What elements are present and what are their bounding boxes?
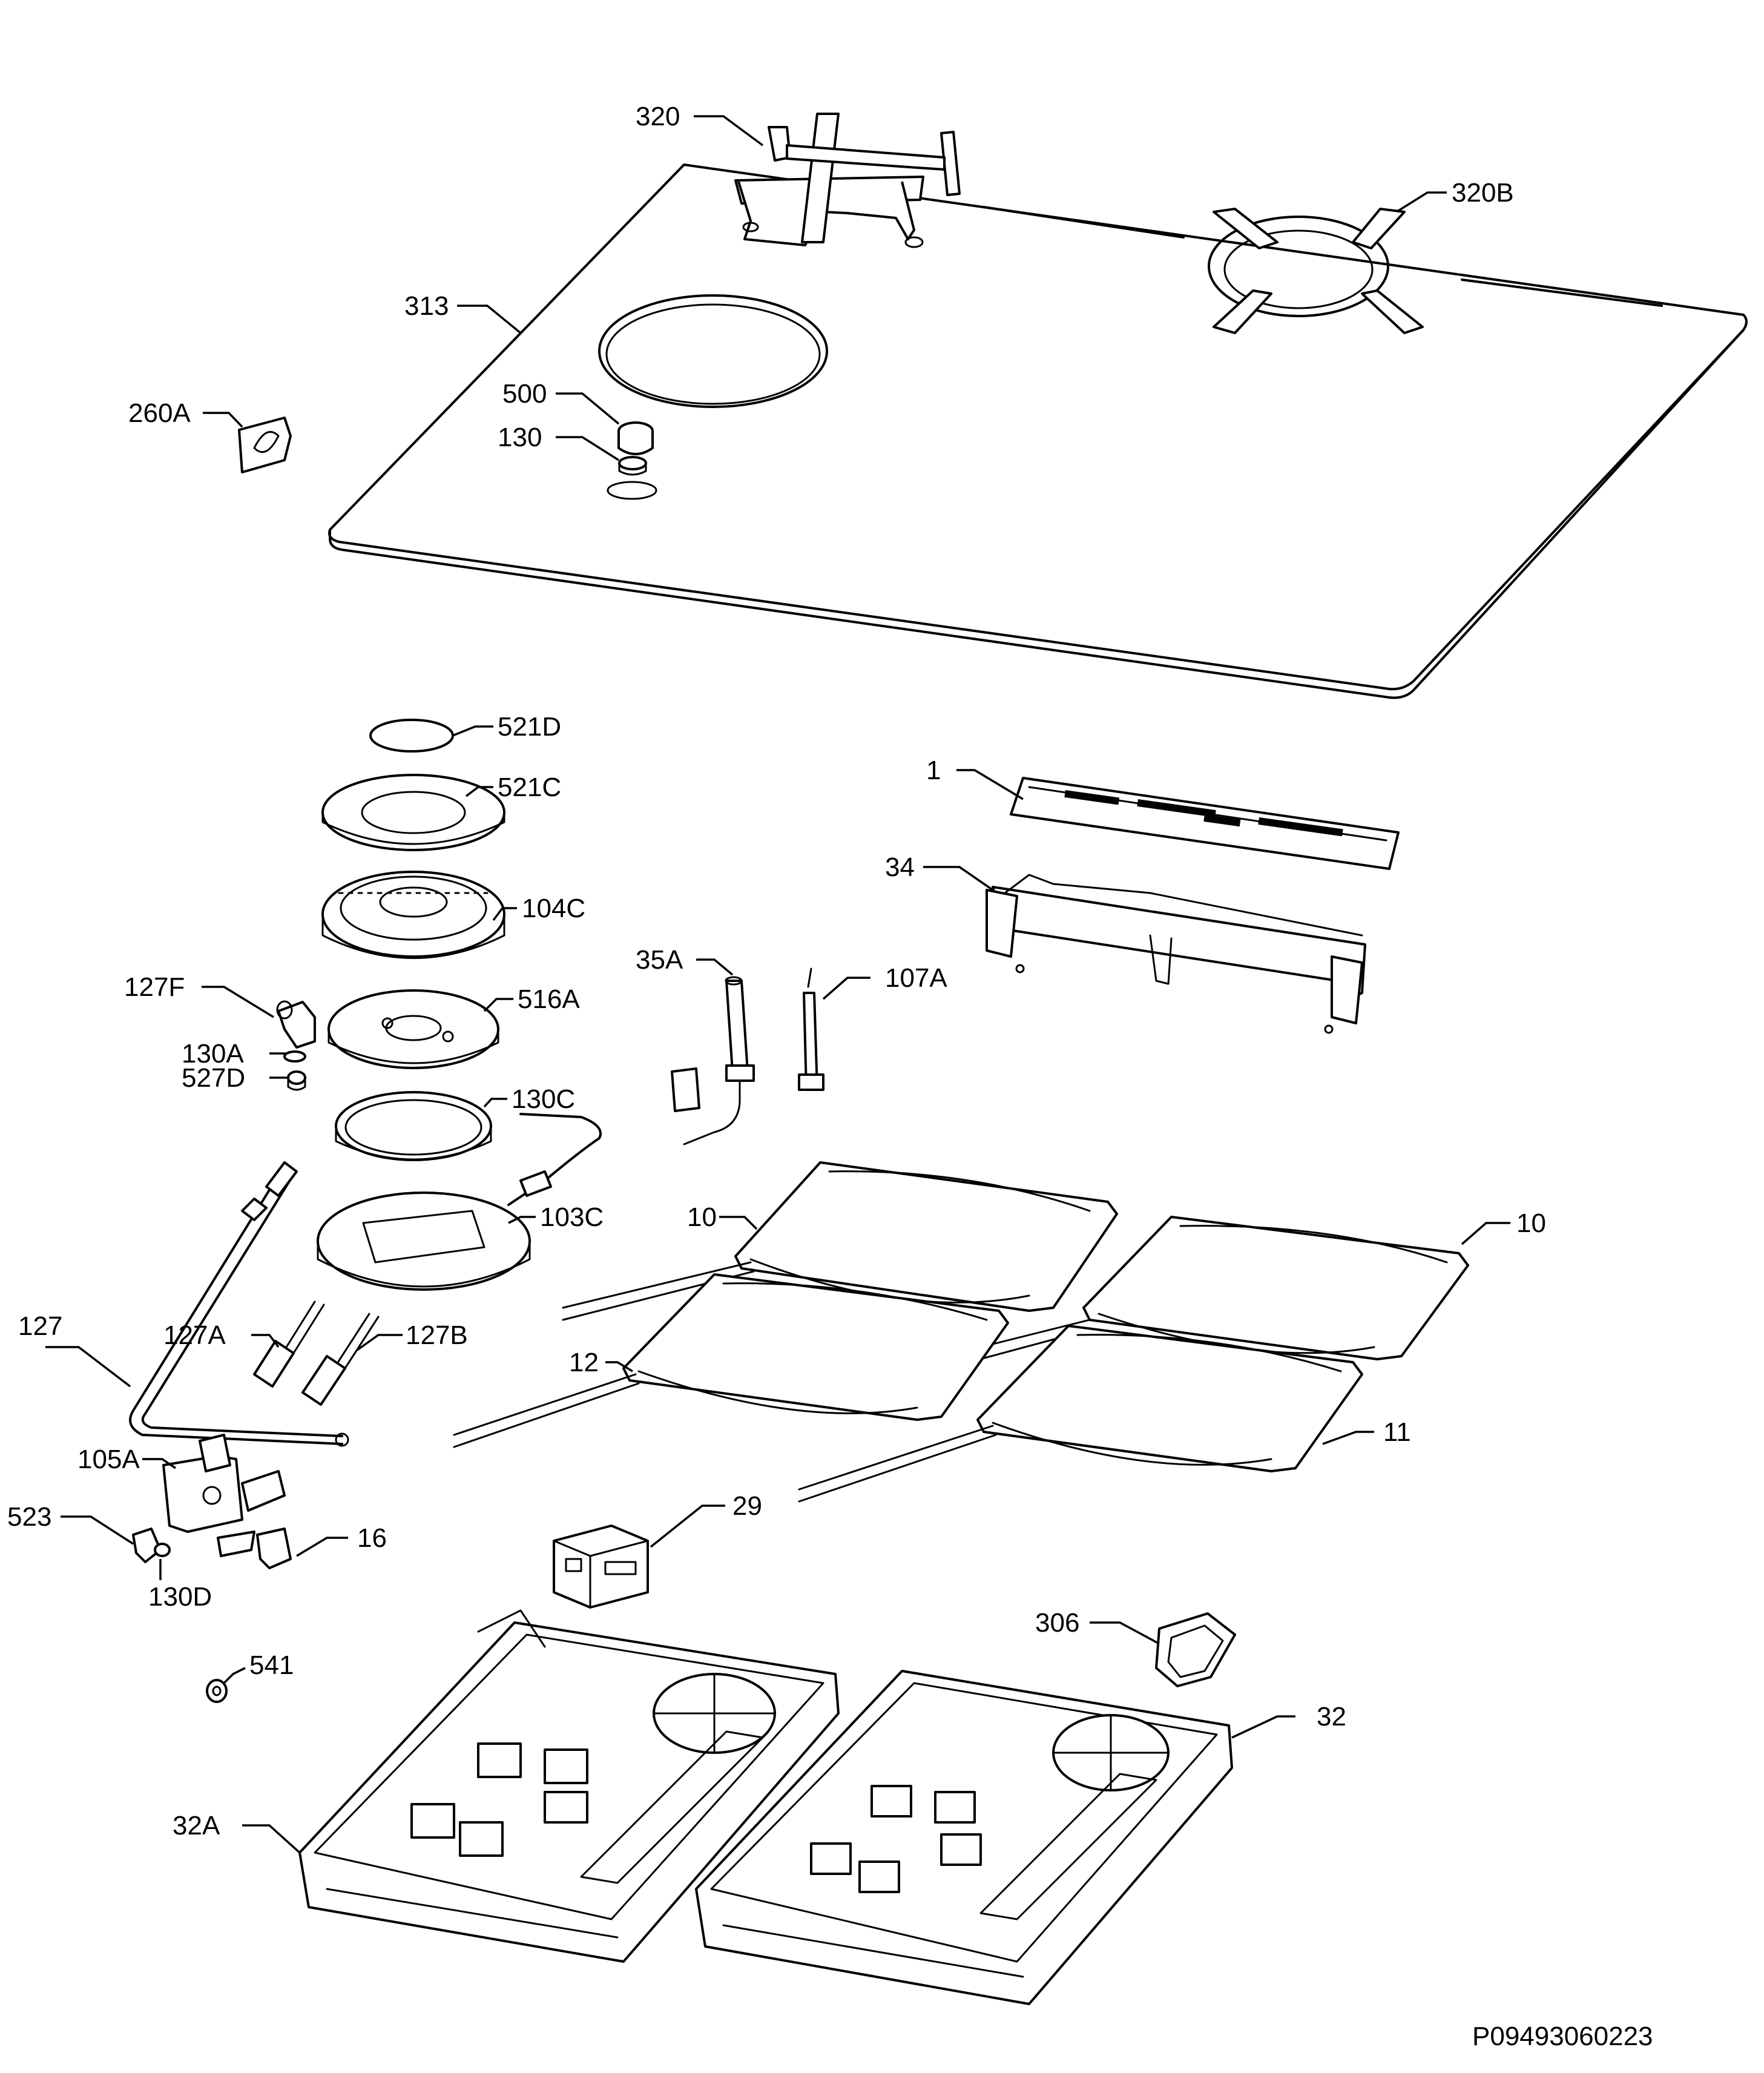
part-127B-thermocouple-lead	[301, 1313, 380, 1406]
callout-16: 16	[357, 1523, 387, 1553]
callout-32A: 32A	[173, 1811, 220, 1841]
part-516A-burner-spreader	[327, 989, 499, 1069]
callout-11: 11	[1383, 1417, 1411, 1447]
callout-104C: 104C	[522, 894, 585, 923]
part-127F-elbow	[276, 1000, 316, 1049]
part-34-board-housing	[986, 874, 1366, 1034]
part-306-filter	[1155, 1612, 1236, 1687]
part-127-gas-pipe	[129, 1161, 349, 1447]
part-103C-burner-base	[317, 1113, 602, 1291]
callout-105A: 105A	[77, 1445, 140, 1474]
part-523-clip	[132, 1528, 162, 1563]
callout-306: 306	[1035, 1608, 1079, 1638]
part-500-knob	[617, 421, 654, 455]
callout-1: 1	[926, 756, 941, 785]
callout-34: 34	[885, 852, 915, 882]
part-130-bushing	[618, 456, 647, 476]
callout-313: 313	[404, 291, 449, 321]
callout-35A: 35A	[636, 945, 683, 975]
callout-labels: 320 320B 313 260A 500 130 521D 521C 104C…	[7, 102, 1653, 2051]
part-521D-burner-cap	[369, 719, 454, 753]
part-16-bracket	[256, 1528, 292, 1569]
part-10-induction-coil-rear-right	[967, 1216, 1469, 1363]
part-320-pan-support	[734, 113, 961, 248]
part-130C-gasket	[335, 1091, 492, 1161]
callout-103C: 103C	[540, 1202, 604, 1232]
callout-130C: 130C	[512, 1084, 575, 1114]
part-130D-washer	[154, 1543, 171, 1557]
drawing-id: P09493060223	[1472, 2022, 1653, 2051]
callout-32: 32	[1317, 1702, 1346, 1732]
part-32A-power-module	[298, 1609, 840, 1963]
part-10-induction-coil-rear-left	[562, 1161, 1118, 1321]
leader-lines	[45, 115, 1510, 1854]
part-260A-clip	[238, 417, 292, 473]
callout-320B: 320B	[1452, 178, 1514, 208]
part-104C-burner-crown	[321, 871, 505, 959]
part-1-control-board	[1010, 777, 1400, 870]
callout-29: 29	[732, 1491, 762, 1521]
callout-130D: 130D	[148, 1582, 212, 1612]
callout-527D: 527D	[182, 1063, 245, 1093]
part-107A-ignition-electrode	[798, 967, 824, 1091]
part-105A-gas-tap	[162, 1434, 286, 1557]
part-35A-thermocouple	[671, 976, 755, 1145]
callout-10-right: 10	[1516, 1208, 1546, 1238]
part-32-power-module	[695, 1670, 1233, 2005]
callout-127B: 127B	[406, 1320, 468, 1350]
callout-541: 541	[249, 1650, 294, 1680]
part-313-glass-top	[328, 163, 1748, 699]
callout-500: 500	[502, 379, 547, 409]
part-527D-nut	[287, 1070, 306, 1091]
part-11-induction-coil-front-right	[798, 1325, 1363, 1503]
callout-516A: 516A	[518, 984, 580, 1014]
callout-127F: 127F	[124, 972, 185, 1002]
callout-523: 523	[7, 1502, 51, 1532]
callout-127: 127	[18, 1311, 62, 1341]
part-29-terminal-block	[553, 1524, 649, 1609]
callout-521C: 521C	[498, 773, 561, 802]
part-12-induction-coil-front-left	[453, 1273, 1009, 1448]
callout-107A: 107A	[885, 963, 947, 993]
callout-127A: 127A	[163, 1320, 226, 1350]
part-320B-pan-support	[1208, 208, 1424, 334]
callout-320: 320	[636, 102, 680, 131]
callout-260A: 260A	[128, 398, 191, 428]
callout-130A: 130A	[182, 1039, 244, 1069]
callout-521D: 521D	[498, 712, 561, 742]
part-130A-washer	[283, 1050, 306, 1063]
callout-12: 12	[569, 1348, 599, 1377]
part-127A-thermocouple-lead	[253, 1300, 325, 1388]
part-541-grommet	[206, 1679, 228, 1703]
part-521C-burner-ring	[321, 774, 505, 851]
callout-10-left: 10	[687, 1202, 717, 1232]
callout-130: 130	[498, 423, 542, 452]
